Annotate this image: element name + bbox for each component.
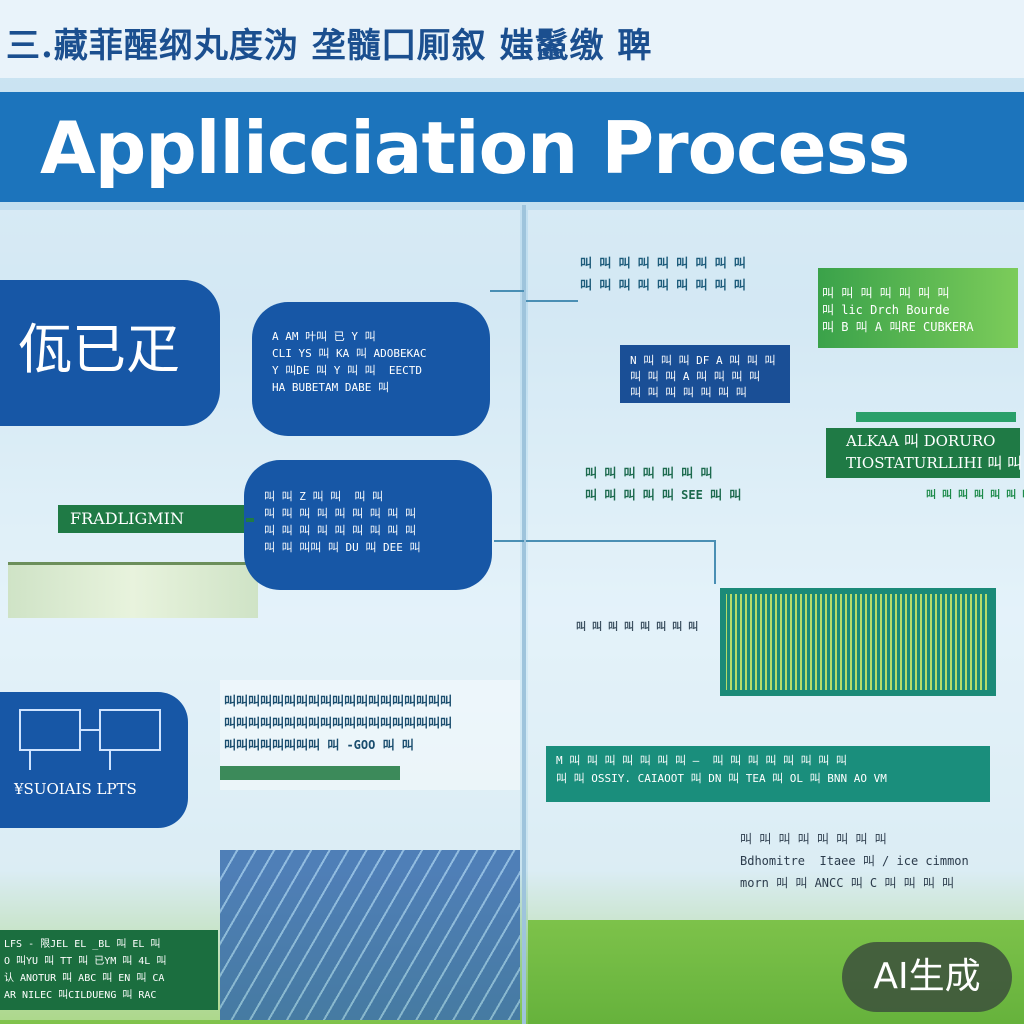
step-pill-2 [244,460,492,590]
akau-text: ALKAA 叫 DORURO TIOSTATURLLIHI 叫 叫 [846,432,1023,472]
page-title: Appllicciation Process [40,106,910,190]
mid-green-strip [220,766,400,780]
right-navy-box: N 叫 叫 叫 DF A 叫 叫 叫 叫 叫 叫 A 叫 叫 叫 叫 叫 叫 叫… [620,345,790,403]
akau-green-line [856,412,1016,422]
diagram-label: ¥SUOIAIS LPTS [14,780,137,798]
bottom-left-text: LFS - 限JEL EL _BL 叫 EL 叫 O 叫YU 叫 TT 叫 已Y… [4,939,167,1001]
logo-text: 佤已疋 [18,318,180,381]
top-garbled-text: 三.藏菲醒纲丸度沩 垄髓囗厠叙 媸鬣缴 聛 [6,26,653,66]
far-right-text: 叫 叫 叫 叫 叫 叫 叫 叫 lic Drch Bourde 叫 B 叫 A … [822,286,974,334]
chart-side-label: 叫 叫 叫 叫 叫 叫 叫 叫 [576,622,699,633]
bottom-left-box [0,930,218,1010]
center-divider [522,205,526,1024]
right-bottom-text: 叫 叫 叫 叫 叫 叫 叫 叫 Bdhomitre Itaee 叫 / ice … [740,832,969,890]
right-top-label: 叫 叫 叫 叫 叫 叫 叫 叫 叫 叫 叫 叫 叫 叫 叫 叫 叫 叫 [580,256,746,292]
solar-panel-image [220,850,520,1020]
right-connector-2 [526,540,716,584]
akau-card [826,428,1020,478]
right-connector-1 [526,300,578,302]
barcode-chart [720,588,996,696]
right-teal-box: M 叫 叫 叫 叫 叫 叫 叫 — 叫 叫 叫 叫 叫 叫 叫 叫 叫 叫 OS… [546,746,990,802]
title-banner [0,92,1024,202]
right-green-text: 叫 叫 叫 叫 叫 叫 叫 叫 [926,490,1024,501]
step-pill-2-text: 叫 叫 Z 叫 叫 叫 叫 叫 叫 叫 叫 叫 叫 叫 叫 叫 叫 叫 叫 叫 … [264,490,421,554]
logo-pill [0,280,220,426]
right-mid-label: 叫 叫 叫 叫 叫 叫 叫 叫 叫 叫 叫 叫 SEE 叫 叫 [585,466,742,502]
green-connector [246,518,254,522]
diagram-icon [19,709,161,770]
far-right-card [818,268,1018,348]
mid-table-text: 叫叫叫叫叫叫叫叫叫叫叫叫叫叫叫叫叫叫叫 叫叫叫叫叫叫叫叫叫叫叫叫叫叫叫叫叫叫叫 … [224,694,453,752]
diagram-pill [0,692,188,828]
green-label-bar: FRADLIGMIN [58,505,248,533]
step-pill-1-text: A AM 叶叫 已 Y 叫 CLI YS 叫 KA 叫 ADOBEKAC Y 叫… [272,330,427,394]
landscape-strip [8,562,258,618]
connector-line-2 [494,540,524,542]
step-pill-1 [252,302,490,436]
ai-generated-badge: AI生成 [842,942,1012,1012]
top-strip [0,0,1024,78]
connector-line-1 [490,290,524,292]
